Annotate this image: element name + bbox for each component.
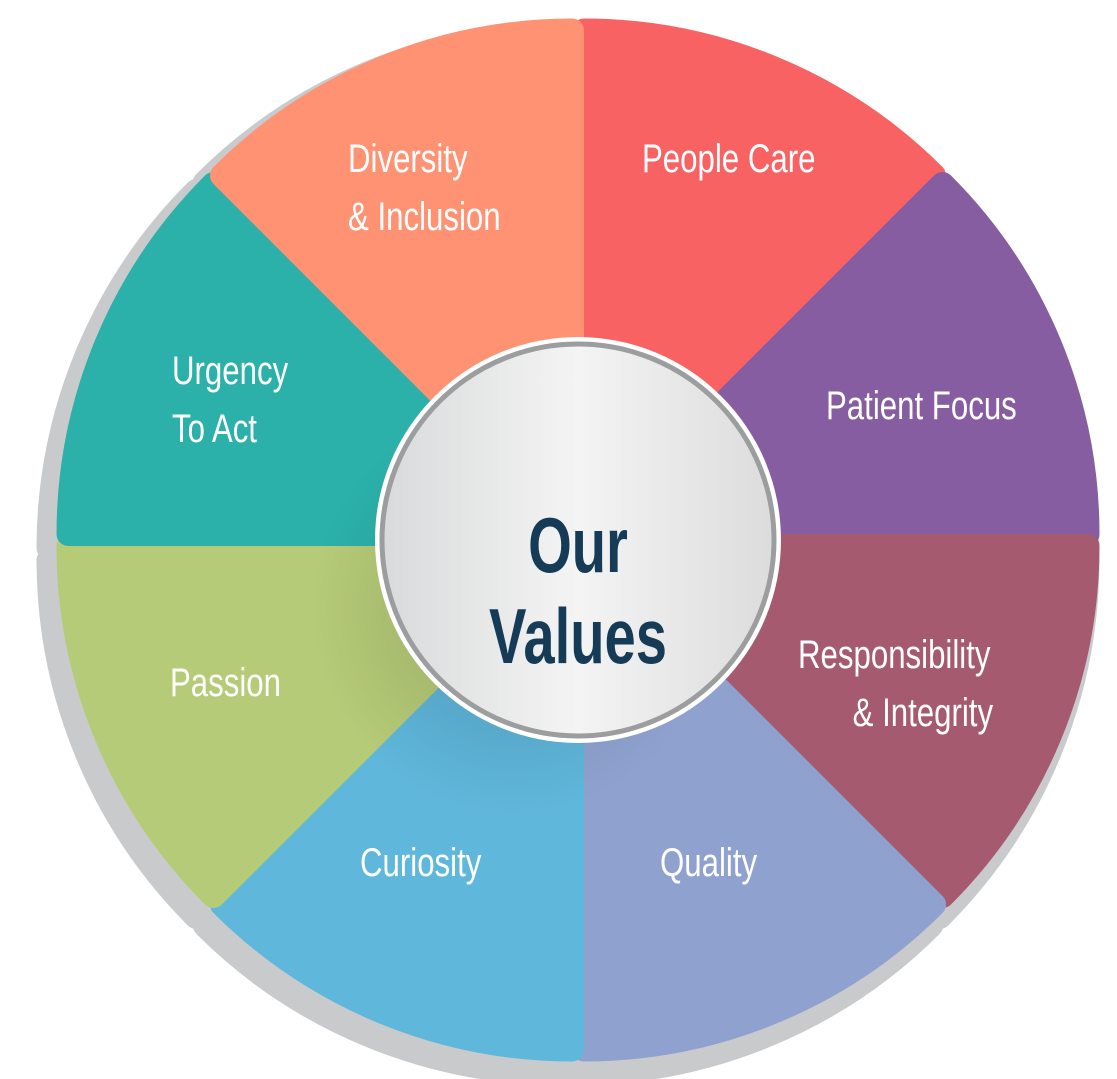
segment-label-people-care: People Care — [642, 137, 816, 181]
segment-label-passion: Passion — [170, 661, 282, 705]
center-circle — [379, 341, 777, 739]
segment-label-quality: Quality — [660, 841, 758, 885]
center-title: Our Values — [489, 501, 667, 680]
segment-label-curiosity: Curiosity — [360, 841, 482, 885]
segment-label-patient-focus: Patient Focus — [826, 384, 1017, 428]
segment-label-diversity-inclusion: Diversity& Inclusion — [348, 137, 501, 239]
segment-label-responsibility-integrity: Responsibility& Integrity — [798, 633, 994, 735]
